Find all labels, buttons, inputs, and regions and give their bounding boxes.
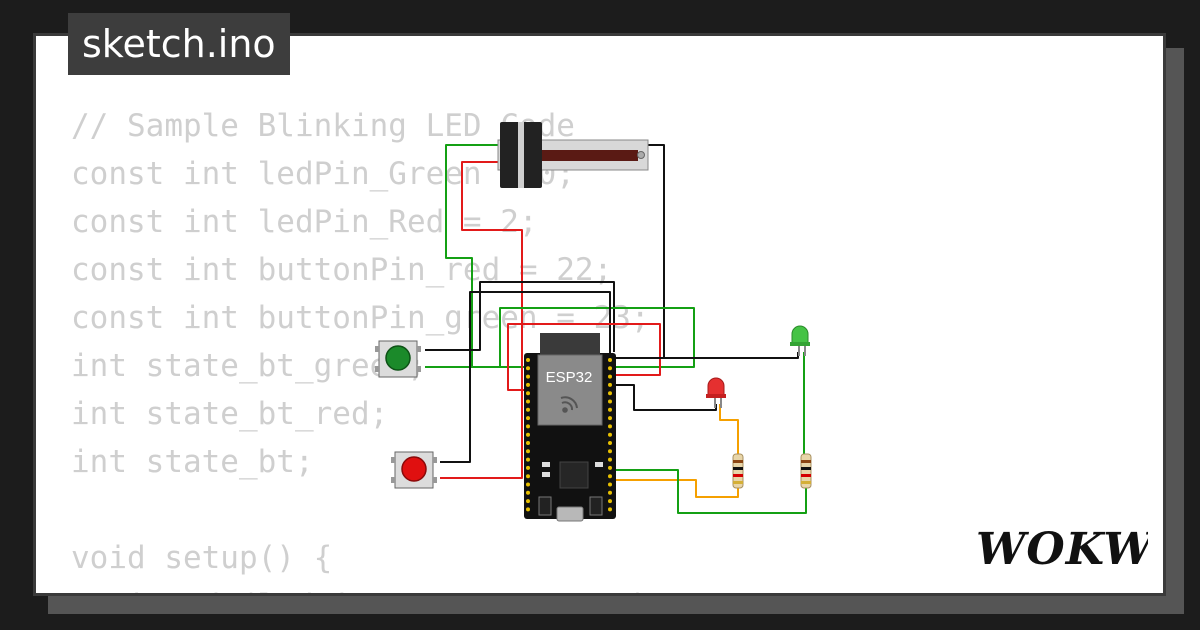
header-pin[interactable] [526,507,530,512]
header-pin[interactable] [608,416,612,421]
header-pin[interactable] [526,358,530,362]
header-pin[interactable] [526,449,530,454]
header-pin[interactable] [608,490,612,495]
header-pin[interactable] [608,441,612,445]
preview-card: // Sample Blinking LED Code const int led… [33,33,1166,596]
header-pin[interactable] [608,374,612,379]
code-line: const int ledPin_Red = 2; [71,204,538,240]
wire-pot-black[interactable] [612,144,665,359]
code-editor: // Sample Blinking LED Code const int led… [71,102,668,593]
header-pin[interactable] [608,449,612,454]
pin-header-right [608,358,612,512]
header-pin[interactable] [608,457,612,462]
wire-resistor-esp-green[interactable] [612,469,807,514]
header-pin[interactable] [526,366,530,371]
code-line: int state_bt; [71,444,314,480]
header-pin[interactable] [608,507,612,512]
code-line: pinMode(ledPin_Green, OUTPUT); [71,582,668,593]
usb-chip [559,461,589,489]
wire-btn-green-signal[interactable] [425,307,695,368]
wire-esp-red-led[interactable] [612,384,717,411]
push-button-green[interactable] [375,340,421,378]
header-pin[interactable] [526,499,530,504]
header-pin[interactable] [608,407,612,412]
header-pin[interactable] [526,432,530,437]
wire-btn-red-black[interactable] [440,291,611,463]
header-pin[interactable] [526,424,530,429]
wokwi-logo: WOKWi [976,522,1170,576]
header-pin[interactable] [526,416,530,421]
header-pin[interactable] [526,382,530,387]
wire-resistor-esp-orange[interactable] [612,479,739,498]
header-pin[interactable] [608,482,612,487]
wire-esp-green-led[interactable] [612,352,799,359]
header-pin[interactable] [608,474,612,479]
code-line: const int ledPin_Green = 0; [71,156,575,192]
code-line: int state_bt_red; [71,396,389,432]
header-pin[interactable] [608,499,612,504]
header-pin[interactable] [608,465,612,470]
file-name-tab[interactable]: sketch.ino [68,13,290,75]
header-pin[interactable] [526,457,530,462]
header-pin[interactable] [526,465,530,470]
wire-red-loop[interactable] [507,323,661,391]
led-red[interactable] [706,377,726,408]
header-pin[interactable] [526,407,530,412]
header-pin[interactable] [608,424,612,429]
wire-btn-green-black[interactable] [425,281,615,352]
wifi-icon [560,396,578,413]
header-pin[interactable] [608,399,612,404]
reset-button[interactable] [589,496,603,516]
header-pin[interactable] [608,432,612,437]
usb-port[interactable] [556,506,584,522]
slide-potentiometer[interactable] [497,122,649,188]
header-pin[interactable] [526,391,530,396]
header-pin[interactable] [526,490,530,495]
header-pin[interactable] [608,391,612,396]
header-pin[interactable] [526,441,530,445]
wokwi-logo-text: WOKWi [976,524,1148,572]
esp32-label: ESP32 [546,369,593,386]
resistor-green-led[interactable] [800,453,812,489]
esp32-board[interactable]: ESP32 [524,333,616,522]
resistor-red-led[interactable] [732,453,744,489]
header-pin[interactable] [526,474,530,479]
pin-header-left [526,358,530,512]
header-pin[interactable] [526,374,530,379]
wire-pot-red[interactable] [440,161,523,479]
code-line: const int buttonPin_green = 23; [71,300,650,336]
header-pin[interactable] [608,366,612,371]
header-pin[interactable] [608,382,612,387]
led-green[interactable] [790,325,810,356]
code-line: // Sample Blinking LED Code [71,108,575,144]
header-pin[interactable] [526,482,530,487]
header-pin[interactable] [608,358,612,362]
push-button-red[interactable] [391,451,437,489]
code-line: void setup() { [71,540,333,576]
wire-red-led-resistor[interactable] [719,404,739,455]
header-pin[interactable] [526,399,530,404]
boot-button[interactable] [538,496,552,516]
